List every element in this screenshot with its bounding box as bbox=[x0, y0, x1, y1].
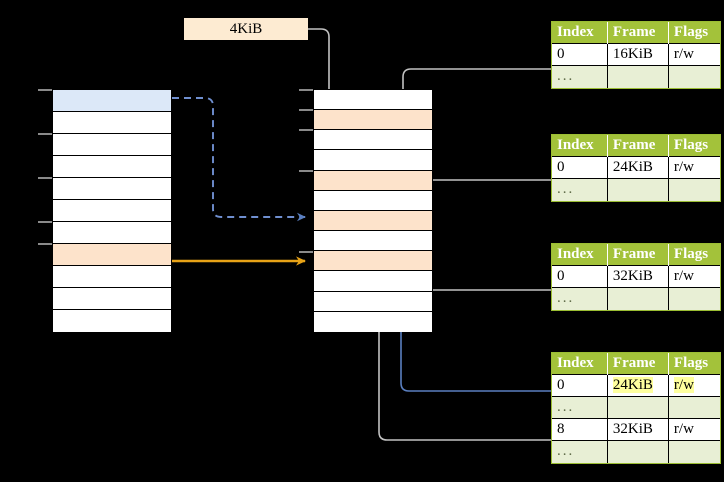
column-header-frame: Frame bbox=[607, 353, 669, 375]
table-cell-index: 0 bbox=[552, 374, 608, 397]
physical-memory-column bbox=[313, 89, 433, 332]
table-cell-index: ... bbox=[552, 440, 608, 463]
table-cell-index: ... bbox=[552, 178, 608, 201]
table-cell-frame: 24KiB bbox=[607, 374, 669, 397]
table-cell-index: 0 bbox=[552, 43, 608, 66]
connector-pt3-to-frame bbox=[420, 267, 551, 291]
physical-memory-column-row bbox=[314, 210, 432, 232]
table-cell-index: ... bbox=[552, 287, 608, 310]
table-cell-frame: 32KiB bbox=[607, 265, 669, 288]
physical-memory-column-row bbox=[314, 170, 432, 191]
table-cell-index: 0 bbox=[552, 156, 608, 179]
scale-tick bbox=[299, 89, 313, 91]
table-cell-flags: r/w bbox=[668, 418, 720, 441]
scale-tick bbox=[38, 177, 52, 179]
virtual-address-space-column-row bbox=[53, 178, 171, 200]
physical-memory-column-row bbox=[314, 271, 432, 292]
virtual-address-space-column-row bbox=[53, 112, 171, 134]
scale-tick bbox=[299, 251, 313, 253]
column-header-index: Index bbox=[552, 353, 608, 375]
physical-memory-column-row bbox=[314, 291, 432, 312]
physical-memory-column-row bbox=[314, 231, 432, 252]
physical-memory-column-row bbox=[314, 110, 432, 131]
table-cell-flags bbox=[668, 178, 720, 201]
table-cell-index: 0 bbox=[552, 265, 608, 288]
scale-tick bbox=[38, 221, 52, 223]
table-cell-flags: r/w bbox=[668, 374, 720, 397]
table-cell-flags: r/w bbox=[668, 265, 720, 288]
table-cell-frame: 16KiB bbox=[607, 43, 669, 66]
column-header-frame: Frame bbox=[607, 244, 669, 266]
column-header-flags: Flags bbox=[668, 244, 720, 266]
virtual-address-space-column-row bbox=[53, 244, 171, 266]
table-cell-flags bbox=[668, 440, 720, 463]
column-header-frame: Frame bbox=[607, 22, 669, 44]
virtual-address-space-column-row bbox=[53, 90, 171, 112]
scale-tick bbox=[299, 109, 313, 111]
physical-memory-column-row bbox=[314, 90, 432, 111]
table-cell-flags bbox=[668, 287, 720, 310]
table-row: ... bbox=[552, 178, 720, 201]
table-cell-flags: r/w bbox=[668, 156, 720, 179]
virtual-address-space-column bbox=[52, 89, 172, 332]
column-header-flags: Flags bbox=[668, 135, 720, 157]
scale-tick bbox=[299, 129, 313, 131]
highlighted-value: 24KiB bbox=[612, 377, 653, 393]
column-header-index: Index bbox=[552, 135, 608, 157]
arrow-virtual-page-to-frame-dashed bbox=[172, 97, 306, 222]
column-header-index: Index bbox=[552, 22, 608, 44]
table-cell-flags bbox=[668, 65, 720, 88]
table-cell-flags: r/w bbox=[668, 43, 720, 66]
physical-memory-column-row bbox=[314, 311, 432, 332]
table-row: ... bbox=[552, 396, 720, 419]
column-header-frame: Frame bbox=[607, 135, 669, 157]
table-cell-frame bbox=[607, 178, 669, 201]
virtual-address-space-column-row bbox=[53, 156, 171, 178]
column-header-index: Index bbox=[552, 244, 608, 266]
scale-tick bbox=[38, 243, 52, 245]
physical-memory-column-row bbox=[314, 130, 432, 151]
page-size-label: 4KiB bbox=[184, 18, 308, 40]
table-cell-frame bbox=[607, 65, 669, 88]
virtual-address-space-column-row bbox=[53, 266, 171, 288]
physical-memory-column-row bbox=[314, 251, 432, 272]
column-header-flags: Flags bbox=[668, 22, 720, 44]
virtual-address-space-column-row bbox=[53, 222, 171, 244]
scale-tick bbox=[38, 89, 52, 91]
physical-memory-column-row bbox=[314, 190, 432, 211]
table-cell-frame bbox=[607, 440, 669, 463]
highlighted-value: r/w bbox=[673, 377, 694, 393]
virtual-address-space-column-row bbox=[53, 310, 171, 332]
table-cell-index: ... bbox=[552, 396, 608, 419]
table-cell-index: 8 bbox=[552, 418, 608, 441]
table-cell-frame bbox=[607, 287, 669, 310]
virtual-address-space-column-row bbox=[53, 200, 171, 222]
virtual-address-space-column-row bbox=[53, 134, 171, 156]
table-row: ... bbox=[552, 287, 720, 310]
table-cell-index: ... bbox=[552, 65, 608, 88]
table-cell-flags bbox=[668, 396, 720, 419]
column-header-flags: Flags bbox=[668, 353, 720, 375]
connector-pt2-to-frame bbox=[420, 179, 551, 213]
table-row: ... bbox=[552, 440, 720, 463]
table-row: ... bbox=[552, 65, 720, 88]
virtual-address-space-column-row bbox=[53, 288, 171, 310]
table-cell-frame: 32KiB bbox=[607, 418, 669, 441]
scale-tick bbox=[299, 170, 313, 172]
table-cell-frame: 24KiB bbox=[607, 156, 669, 179]
physical-memory-column-row bbox=[314, 150, 432, 171]
scale-tick bbox=[38, 133, 52, 135]
table-cell-frame bbox=[607, 396, 669, 419]
